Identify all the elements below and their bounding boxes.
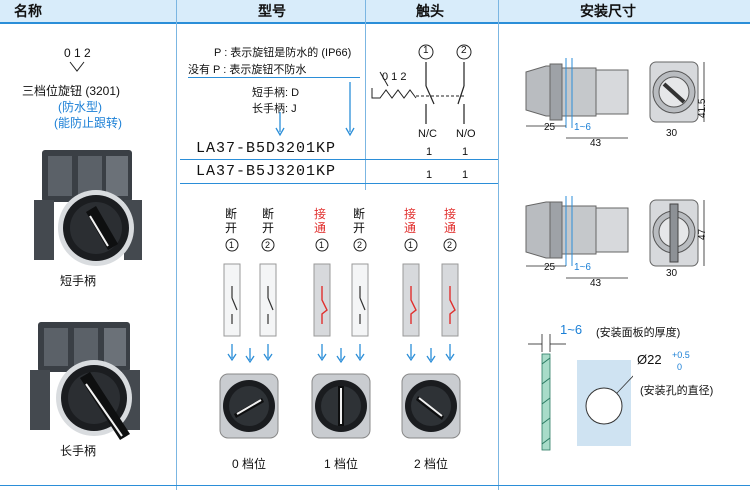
dim-30-top: 30 — [666, 128, 678, 139]
circle-1a: 1 — [229, 240, 235, 250]
waterproof-label: (防水型) — [58, 100, 102, 114]
legend-p: P : 表示旋钮是防水的 (IP66) — [214, 47, 352, 59]
state-off-2: 断开 — [262, 207, 275, 235]
header-contact: 触头 — [416, 3, 444, 19]
no-label: N/O — [456, 128, 476, 140]
dim-25-top: 25 — [544, 122, 556, 133]
contact-states-diagram — [223, 238, 459, 364]
header-dims: 安装尺寸 — [580, 3, 636, 19]
anti-tracking-label: (能防止跟转) — [54, 116, 122, 130]
dim-41-5: 41.5 — [697, 98, 708, 118]
short-handle-front-view — [649, 61, 705, 123]
legend-underline — [188, 77, 360, 78]
short-handle-label: 短手柄 — [60, 274, 97, 288]
col-separator — [365, 0, 366, 190]
model-number-2: LA37-B5J3201KP — [196, 163, 337, 180]
table-header: 名称 型号 触头 安装尺寸 — [0, 0, 750, 24]
dim-25: 25 — [544, 262, 556, 273]
model1-no-count: 1 — [462, 146, 469, 158]
state-off-4: 断开 — [353, 207, 366, 235]
panel-thickness-label: (安装面板的厚度) — [596, 327, 681, 339]
knob-position-2-image — [401, 373, 461, 439]
contact-2-num: 2 — [461, 45, 467, 56]
hole-diameter: Ø22 — [637, 352, 662, 367]
header-model: 型号 — [258, 3, 286, 19]
model1-nc-count: 1 — [426, 146, 433, 158]
state-off-1: 断开 — [225, 207, 238, 235]
state-on-3: 接通 — [314, 207, 327, 235]
model-pointer-arrows — [275, 82, 355, 137]
bottom-border — [0, 485, 750, 486]
contact-1-num: 1 — [423, 45, 429, 56]
mounting-hole-view — [577, 360, 633, 446]
dim-1-6: 1~6 — [574, 262, 591, 273]
positions-label: 0 1 2 — [64, 46, 91, 60]
long-handle-label: 长手柄 — [60, 444, 97, 458]
short-handle-code: 短手柄: D — [252, 87, 300, 99]
dim-43-top: 43 — [590, 138, 602, 149]
panel-section-view — [528, 334, 566, 451]
knob-position-1-image — [311, 373, 371, 439]
header-name: 名称 — [14, 3, 42, 19]
dim-43: 43 — [590, 278, 602, 289]
state-on-6: 接通 — [444, 207, 457, 235]
contact-diagram — [371, 44, 472, 124]
dim-47: 47 — [697, 228, 708, 240]
model2-nc-count: 1 — [426, 169, 433, 181]
position-0-label: 0 档位 — [232, 457, 267, 471]
model2-no-count: 1 — [462, 169, 469, 181]
position-1-label: 1 档位 — [324, 457, 359, 471]
circle-2a: 2 — [265, 240, 271, 250]
short-handle-side-view — [525, 58, 629, 139]
col-separator — [498, 0, 499, 490]
legend-no-p: 没有 P : 表示旋钮不防水 — [188, 64, 307, 76]
hole-tolerance-plus: +0.5 — [672, 350, 690, 360]
long-handle-switch-image — [30, 322, 140, 440]
circle-1b: 1 — [319, 240, 325, 250]
circle-1c: 1 — [408, 240, 414, 250]
nc-label: N/C — [418, 128, 437, 140]
row-separator — [180, 183, 498, 184]
selector-arrow-icon — [69, 61, 85, 72]
row-separator — [180, 159, 498, 160]
hole-tolerance-zero: 0 — [677, 362, 683, 372]
long-handle-side-view — [525, 196, 629, 279]
panel-thickness-value: 1~6 — [560, 322, 583, 337]
dim-30: 30 — [666, 268, 678, 279]
long-handle-code: 长手柄: J — [252, 103, 297, 115]
hole-label: (安装孔的直径) — [640, 385, 714, 397]
knob-position-0-image — [219, 373, 279, 439]
circle-2c: 2 — [447, 240, 453, 250]
state-on-5: 接通 — [404, 207, 417, 235]
col-separator — [176, 0, 177, 490]
circle-2b: 2 — [357, 240, 363, 250]
product-title: 三档位旋钮 (3201) — [22, 84, 121, 98]
contact-positions: 0 1 2 — [382, 71, 407, 83]
position-2-label: 2 档位 — [414, 457, 449, 471]
dim-1-6-top: 1~6 — [574, 122, 591, 133]
long-handle-front-view — [649, 199, 705, 267]
short-handle-switch-image — [34, 150, 142, 266]
model-number-1: LA37-B5D3201KP — [196, 140, 337, 157]
